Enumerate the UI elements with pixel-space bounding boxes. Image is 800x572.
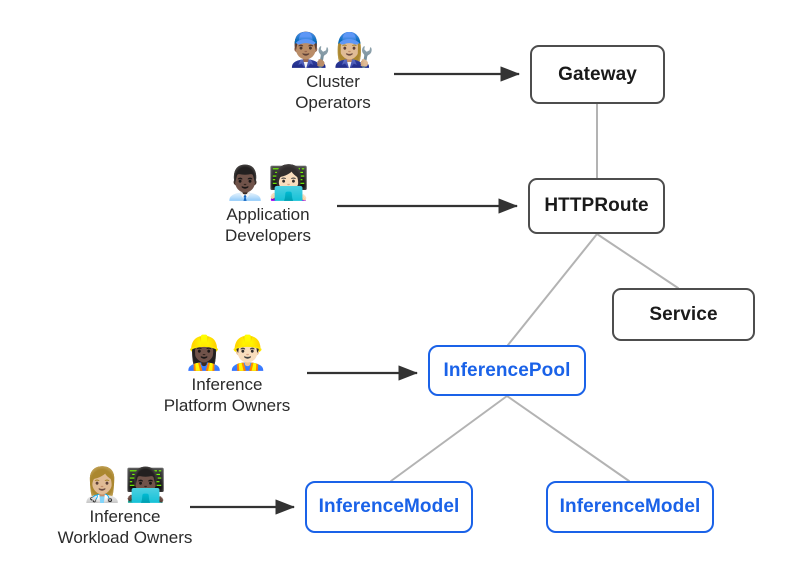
persona-label-inference-platform-owners: Inference Platform Owners <box>163 375 291 415</box>
persona-label-cluster-operators: Cluster Operators <box>295 72 371 112</box>
node-service[interactable]: Service <box>612 288 755 341</box>
persona-label-application-developers: Application Developers <box>225 205 311 245</box>
node-label-inferencepool: InferencePool <box>443 359 571 381</box>
edge-inferencepool-model2 <box>506 395 630 482</box>
node-gateway[interactable]: Gateway <box>530 45 665 104</box>
woman-health-worker-icon man-technologist-icon: 👩🏼‍⚕️👨🏿‍💻 <box>81 465 169 504</box>
persona-application-developers: 👨🏿‍💼👩🏻‍💻Application Developers <box>153 163 383 246</box>
persona-label-inference-workload-owners: Inference Workload Owners <box>57 507 193 547</box>
man-mechanic-icon woman-mechanic-icon: 👨🏽‍🔧👩🏼‍🔧 <box>289 30 377 69</box>
node-label-inferencemodel1: InferenceModel <box>318 496 460 518</box>
persona-arrows <box>190 66 521 515</box>
node-label-httproute: HTTPRoute <box>544 195 649 217</box>
persona-cluster-operators: 👨🏽‍🔧👩🏼‍🔧Cluster Operators <box>218 30 448 113</box>
node-inferencemodel2[interactable]: InferenceModel <box>546 481 714 533</box>
woman-construction-worker-icon man-construction-worker-icon: 👷🏿‍♀️👷🏻‍♂️ <box>183 333 271 372</box>
node-inferencemodel1[interactable]: InferenceModel <box>305 481 473 533</box>
edge-inferencepool-model1 <box>390 395 508 482</box>
node-label-inferencemodel2: InferenceModel <box>559 496 701 518</box>
node-label-gateway: Gateway <box>558 63 637 85</box>
node-label-service: Service <box>649 303 718 325</box>
node-inferencepool[interactable]: InferencePool <box>428 345 586 396</box>
node-httproute[interactable]: HTTPRoute <box>528 178 665 234</box>
edge-httproute-service <box>596 233 679 289</box>
persona-inference-platform-owners: 👷🏿‍♀️👷🏻‍♂️Inference Platform Owners <box>112 333 342 416</box>
man-office-worker-icon woman-technologist-icon: 👨🏿‍💼👩🏻‍💻 <box>224 163 312 202</box>
persona-inference-workload-owners: 👩🏼‍⚕️👨🏿‍💻Inference Workload Owners <box>10 465 240 548</box>
edge-httproute-inferencepool <box>507 233 598 346</box>
